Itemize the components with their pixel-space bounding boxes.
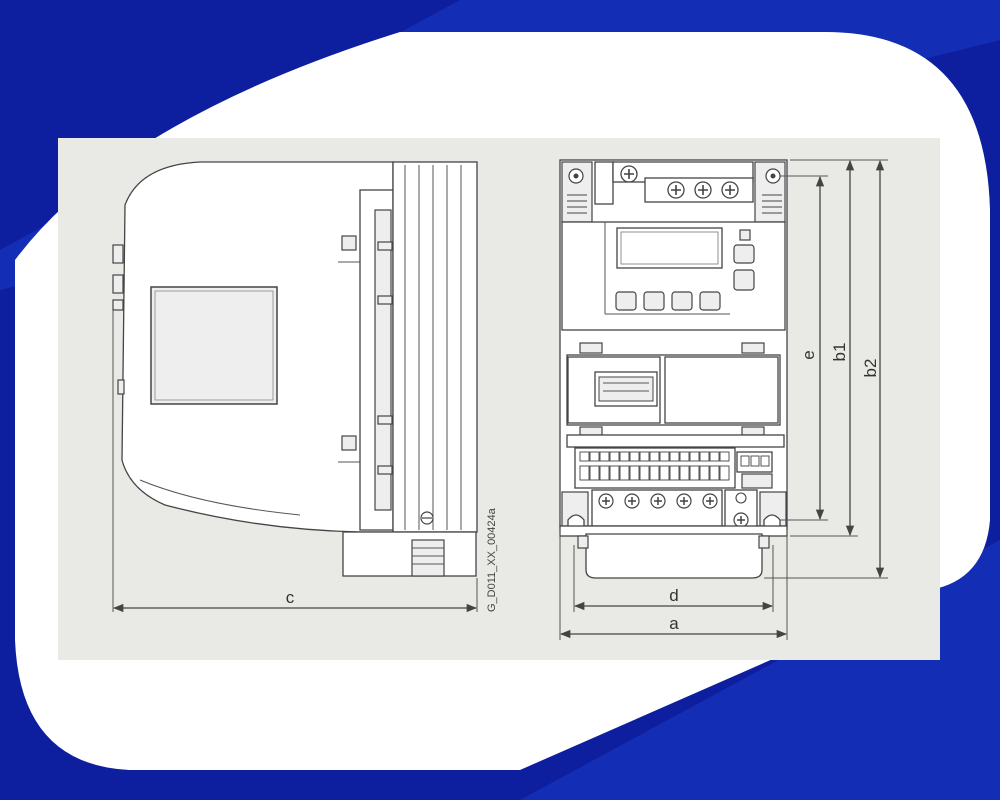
dimension-label-e: e <box>799 350 818 359</box>
side-bottom-block <box>342 531 477 577</box>
dimension-label-b2: b2 <box>861 359 880 378</box>
dimension-a: a <box>559 530 788 640</box>
dimension-b1: b1 <box>790 159 858 537</box>
side-window <box>150 286 278 405</box>
dimension-label-b1: b1 <box>830 343 849 362</box>
side-heatsink <box>392 161 478 533</box>
dimension-label-a: a <box>669 614 679 633</box>
front-bottom-cover <box>585 533 763 579</box>
dimension-label-c: c <box>286 588 295 607</box>
dimension-d: d <box>573 545 774 612</box>
dimension-label-d: d <box>669 586 678 605</box>
side-view <box>112 161 478 577</box>
dimension-e: e <box>780 175 828 521</box>
drawing-code: G_D011_XX_00424a <box>486 507 498 612</box>
front-view <box>559 159 788 579</box>
dimension-c: c <box>112 310 478 613</box>
dimension-b2: b2 <box>764 159 888 579</box>
display-screen <box>616 227 723 269</box>
